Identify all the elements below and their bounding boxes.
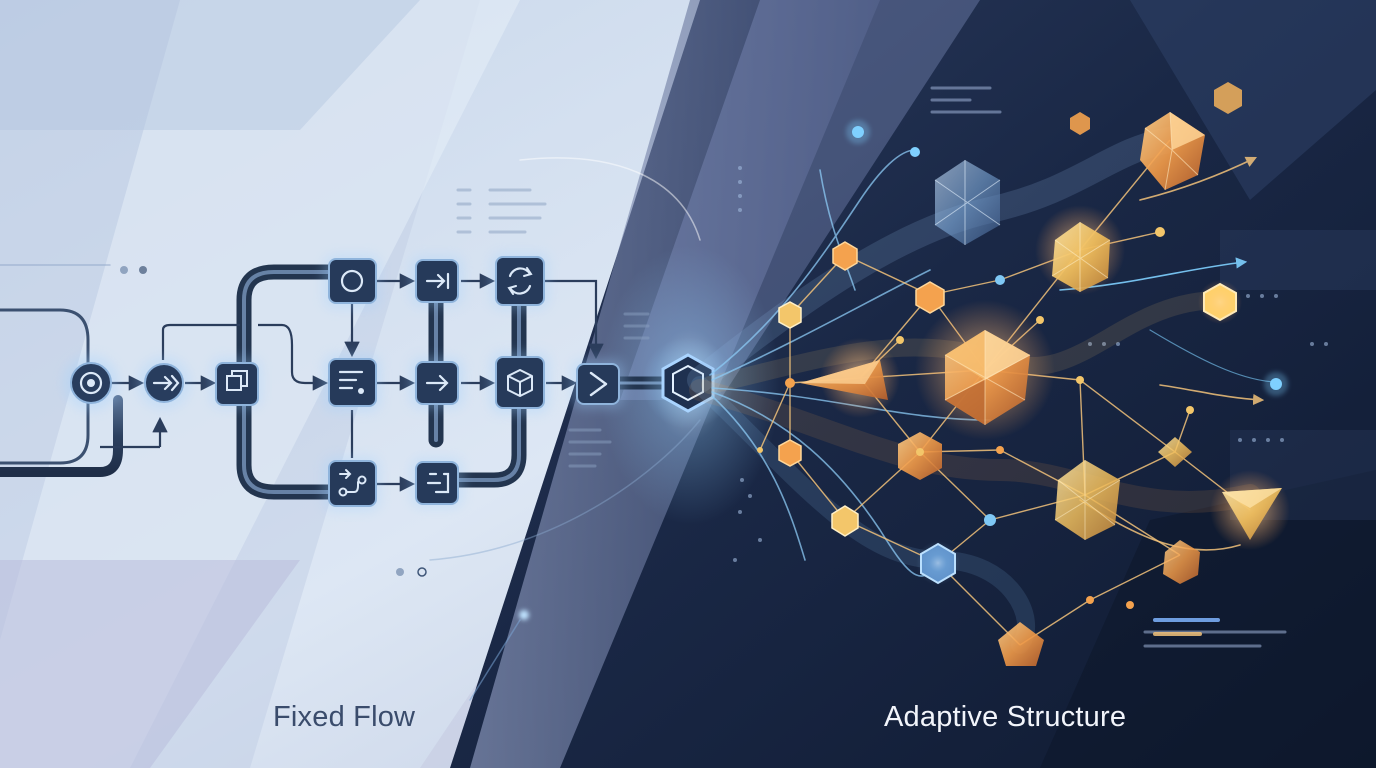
chevron-right-icon	[572, 360, 624, 408]
flow-nodes	[64, 253, 734, 511]
polyhedron-large	[944, 330, 1031, 425]
double-arrow-right-icon	[138, 357, 190, 409]
polyhedron-lower	[1054, 460, 1121, 540]
exit-bracket-icon	[411, 458, 463, 508]
node-dots	[757, 120, 1288, 609]
document-list-icon	[324, 355, 380, 411]
polyhedron-bottom-right	[1163, 540, 1200, 584]
adaptive-nodes	[757, 82, 1290, 666]
polyhedron-diamond	[1158, 437, 1192, 467]
arrow-right-icon	[411, 358, 463, 408]
polyhedron-cone	[800, 360, 888, 400]
decorations	[0, 86, 1328, 701]
flow-connectors	[100, 273, 604, 492]
cube-icon	[491, 353, 549, 413]
polyhedron-gold	[1051, 222, 1111, 292]
polyhedron-bottom	[998, 622, 1044, 666]
flow-pipes	[0, 264, 669, 500]
overlapping-squares-icon	[211, 358, 261, 408]
caption-fixed-flow: Fixed Flow	[273, 701, 416, 733]
hexagon-icon	[642, 337, 734, 429]
caption-adaptive-structure: Adaptive Structure	[884, 701, 1127, 733]
refresh-icon	[491, 253, 549, 309]
polyhedron-right	[1222, 488, 1282, 540]
circle-icon	[324, 255, 380, 309]
polyhedron-top	[1140, 111, 1205, 191]
circle-target-icon	[64, 356, 118, 410]
polyhedron-blue	[934, 160, 1001, 245]
branch-icon	[324, 457, 380, 511]
arrow-bar-right-icon	[411, 256, 463, 306]
